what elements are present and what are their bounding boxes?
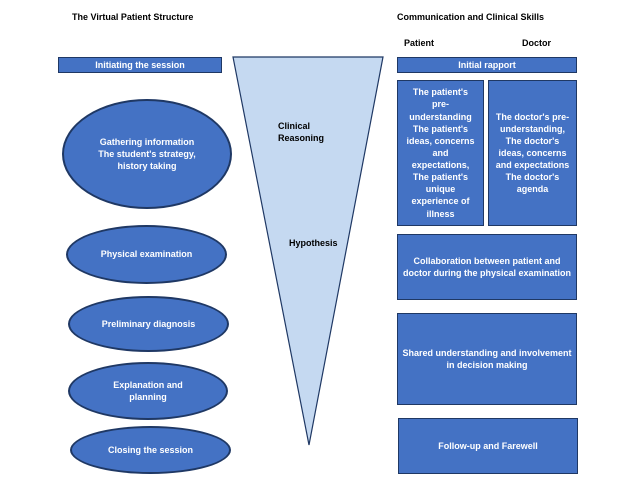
initiating-session-bar: Initiating the session xyxy=(58,57,222,73)
hypothesis-label: Hypothesis xyxy=(289,238,338,248)
initial-rapport-bar: Initial rapport xyxy=(397,57,577,73)
preliminary-diagnosis-ellipse: Preliminary diagnosis xyxy=(68,296,229,352)
gathering-information-ellipse: Gathering information The student's stra… xyxy=(62,99,232,209)
right-title: Communication and Clinical Skills xyxy=(397,12,545,22)
patient-column-label: Patient xyxy=(404,38,435,48)
shared-understanding-box: Shared understanding and involvement in … xyxy=(397,313,577,405)
doctor-understanding-box: The doctor's pre- understanding, The doc… xyxy=(488,80,577,226)
collaboration-box: Collaboration between patient and doctor… xyxy=(397,234,577,300)
closing-session-ellipse: Closing the session xyxy=(70,426,231,474)
physical-examination-ellipse: Physical examination xyxy=(66,225,227,284)
explanation-planning-ellipse: Explanation and planning xyxy=(68,362,228,420)
doctor-column-label: Doctor xyxy=(522,38,551,48)
triangle-shape xyxy=(232,56,384,446)
follow-up-farewell-box: Follow-up and Farewell xyxy=(398,418,578,474)
patient-understanding-box: The patient's pre- understanding The pat… xyxy=(397,80,484,226)
clinical-reasoning-label: Clinical Reasoning xyxy=(278,121,325,144)
left-title: The Virtual Patient Structure xyxy=(72,12,194,22)
